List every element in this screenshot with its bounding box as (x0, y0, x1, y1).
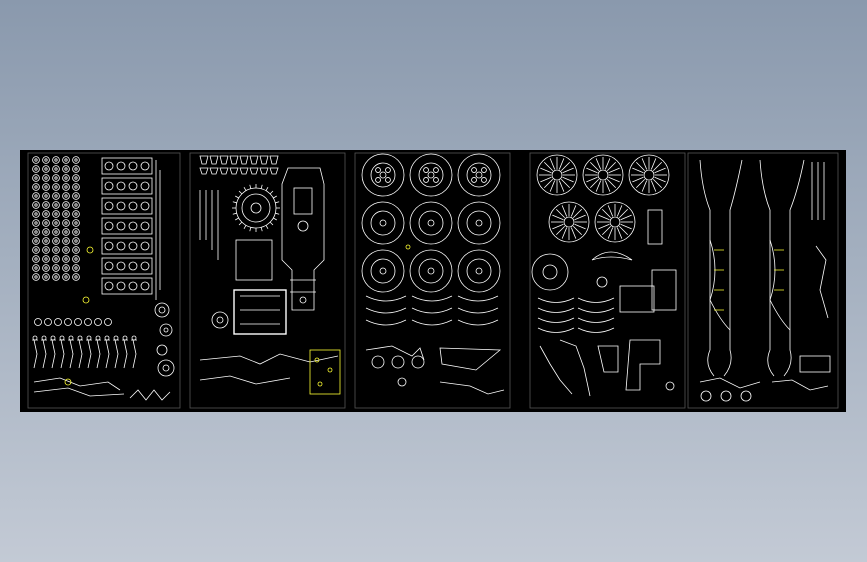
cad-drawing (27, 152, 839, 409)
sheet-1-border (27, 152, 181, 409)
sheet-1 (27, 152, 181, 409)
arc-segments (365, 295, 499, 326)
link-parts-row (32, 318, 137, 369)
detail-plate[interactable] (309, 349, 341, 395)
sheet-5-border (687, 152, 839, 409)
linkage-parts (365, 345, 505, 395)
small-parts-array (32, 156, 94, 304)
chassis-parts (539, 209, 677, 397)
boiler-frame (281, 167, 325, 311)
rails (811, 162, 829, 319)
shield-parts-row (199, 155, 279, 175)
flywheel (531, 251, 633, 291)
side-frame-left (699, 159, 743, 377)
spoke-wheels (536, 154, 670, 243)
side-frame-right (759, 159, 805, 377)
sheet-4 (529, 152, 686, 409)
sheet-3 (354, 152, 511, 409)
sheet-3-border (354, 152, 511, 409)
spring-arcs (537, 297, 615, 333)
sheet-4-border (529, 152, 686, 409)
sheet-2 (189, 152, 346, 409)
gear-cluster (154, 302, 175, 377)
large-sprocket (232, 184, 280, 232)
bottom-parts (699, 355, 831, 402)
cab-plate (233, 239, 287, 335)
sheet-5 (687, 152, 839, 409)
crank-parts (33, 377, 171, 401)
wheel-discs (361, 153, 501, 293)
frame-parts-column (101, 157, 161, 300)
rod-parts (199, 190, 339, 385)
cad-viewport[interactable] (20, 150, 846, 412)
sheet-2-border (189, 152, 346, 409)
